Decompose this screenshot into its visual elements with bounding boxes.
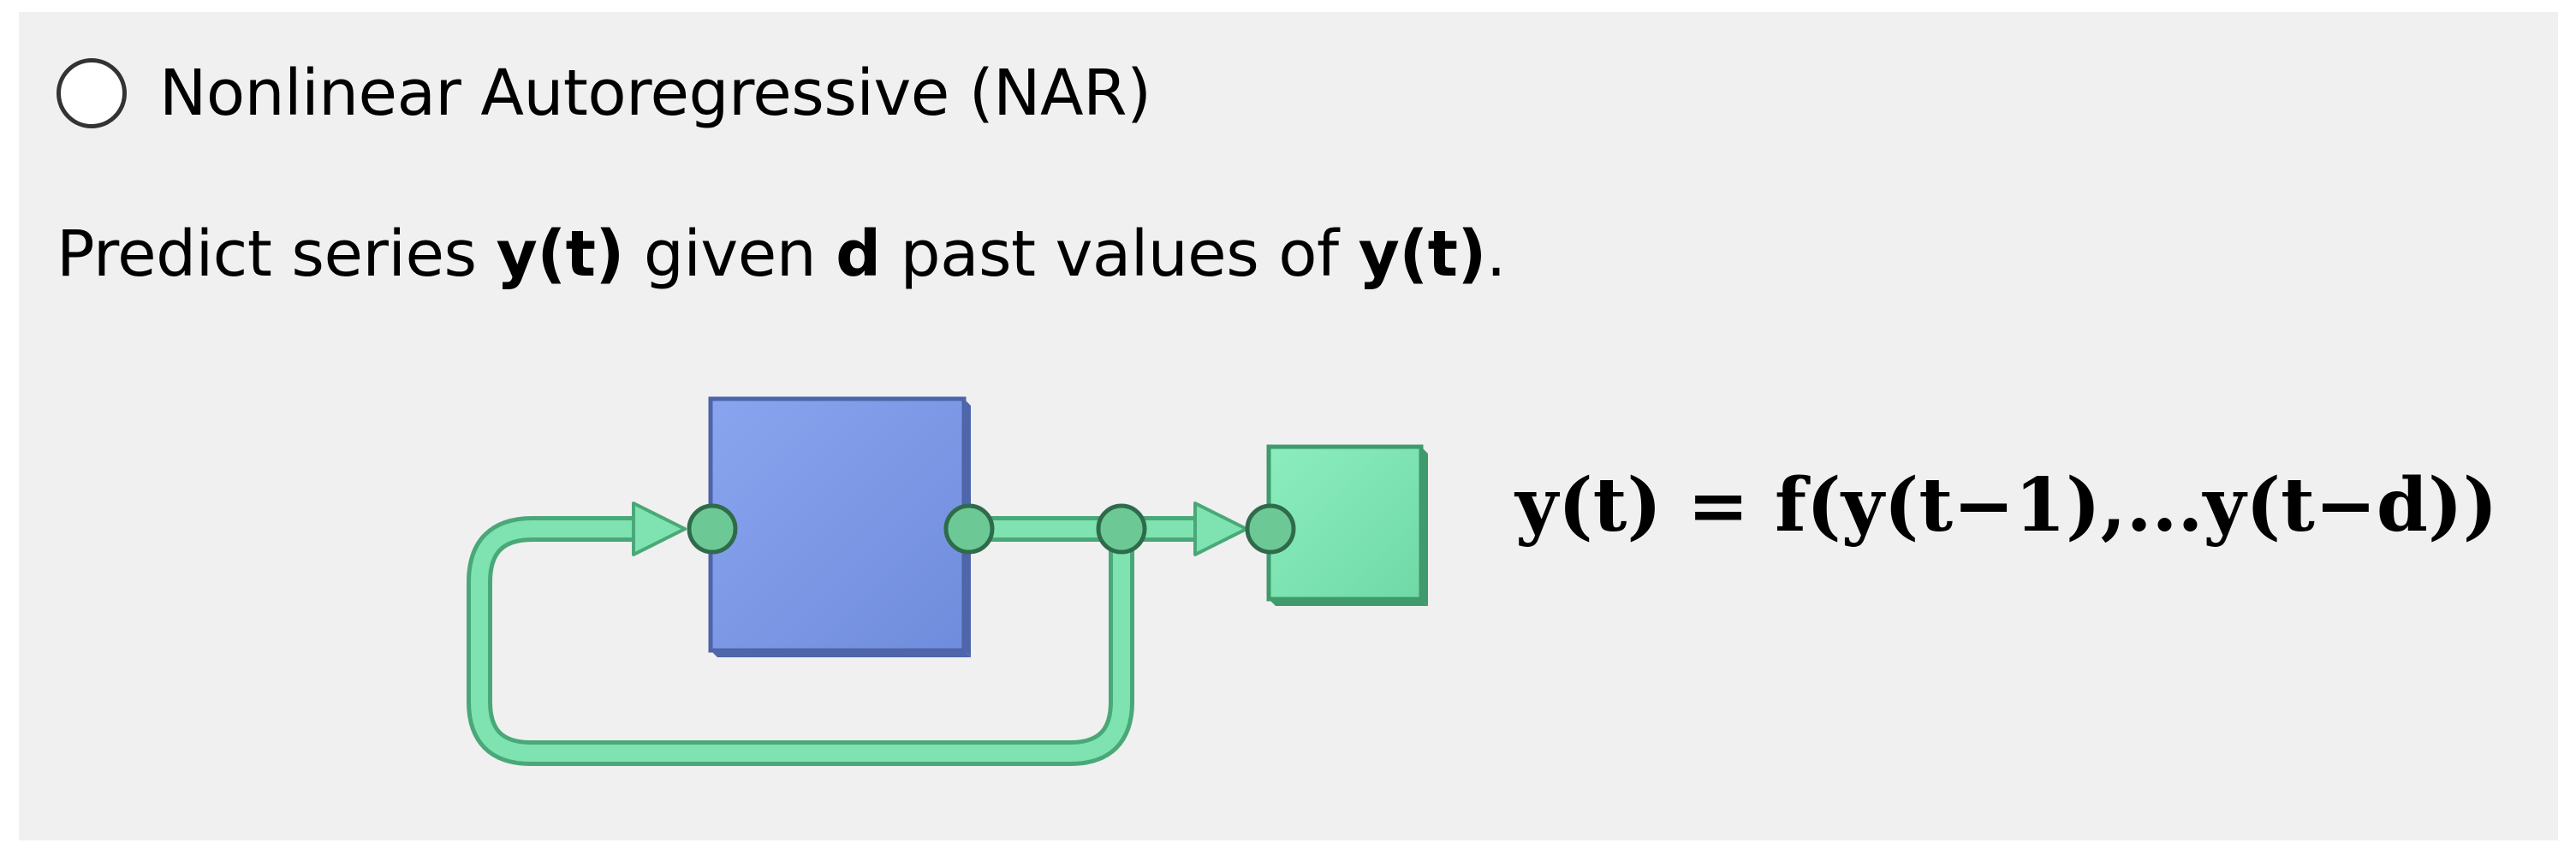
description-text-2: given <box>623 217 836 291</box>
description-bold-input: y(t) <box>1358 217 1487 291</box>
description-text-3: past values of <box>880 217 1359 291</box>
description-text-4: . <box>1485 217 1507 291</box>
feedback-split-node <box>1096 503 1147 555</box>
description-bold-delay: d <box>836 217 881 291</box>
network-output-node <box>943 503 995 555</box>
nar-radio-button[interactable] <box>57 58 127 128</box>
network-block <box>708 396 971 657</box>
description-bold-output: y(t) <box>496 217 625 291</box>
description-text-1: Predict series <box>57 217 497 291</box>
feedback-loop-connection <box>467 516 1134 766</box>
nar-option-label: Nonlinear Autoregressive (NAR) <box>159 56 1151 130</box>
nar-option[interactable]: Nonlinear Autoregressive (NAR) <box>57 38 1151 149</box>
nar-equation: y(t) = f(y(t−1),...y(t−d)) <box>1515 462 2498 549</box>
nar-option-panel: Nonlinear Autoregressive (NAR) Predict s… <box>19 12 2558 840</box>
input-arrow-icon <box>632 502 687 556</box>
nar-description: Predict series y(t) given d past values … <box>57 217 1506 291</box>
output-input-node <box>1245 503 1296 555</box>
network-input-node <box>687 503 738 555</box>
output-arrow-icon <box>1193 502 1248 556</box>
